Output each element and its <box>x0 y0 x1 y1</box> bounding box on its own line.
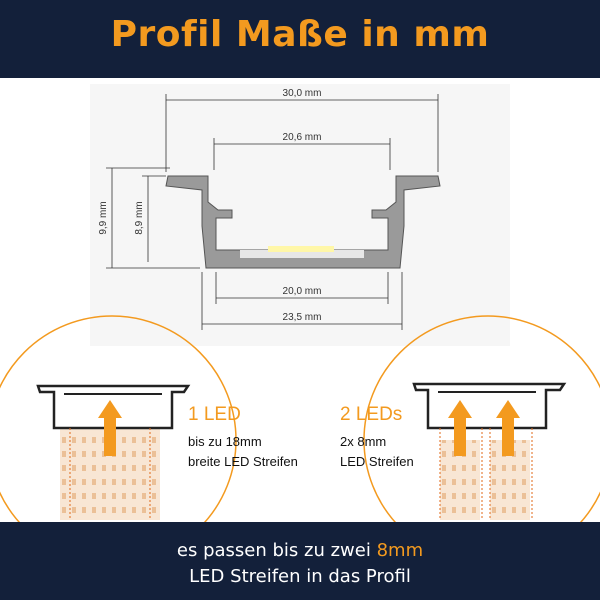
footer-line-1-prefix: es passen bis zu zwei <box>176 540 371 561</box>
dim-inner-bottom: 20,0 mm <box>283 286 322 297</box>
dim-outer-bottom: 23,5 mm <box>283 312 322 323</box>
diagram-backdrop <box>90 84 510 346</box>
footer-line-2: LED Streifen in das Profil <box>189 566 411 587</box>
footer-band <box>0 522 600 600</box>
aluminium-profile <box>165 175 441 269</box>
dim-height-outer: 9,9 mm <box>98 201 109 234</box>
detail-right <box>412 382 567 520</box>
dim-top-width: 30,0 mm <box>283 88 322 99</box>
variant-one-line1: bis zu 18mm <box>188 434 262 449</box>
footer-highlight: 8mm <box>376 540 424 561</box>
detail-left <box>36 384 191 520</box>
dim-inner-top: 20,6 mm <box>283 132 322 143</box>
footer-line-1: es passen bis zu zwei 8mm <box>0 540 600 561</box>
page-title: Profil Maße in mm <box>110 14 490 55</box>
led-base <box>240 250 364 258</box>
variant-two-line1: 2x 8mm <box>340 434 387 449</box>
variant-two-title: 2 LEDs <box>340 404 403 425</box>
dim-height-inner: 8,9 mm <box>134 201 145 234</box>
variant-two-line2: LED Streifen <box>340 454 414 469</box>
led-chip <box>268 246 334 252</box>
variant-one-title: 1 LED <box>188 404 241 425</box>
header-band <box>0 0 600 78</box>
variant-one-line2: breite LED Streifen <box>188 454 298 469</box>
